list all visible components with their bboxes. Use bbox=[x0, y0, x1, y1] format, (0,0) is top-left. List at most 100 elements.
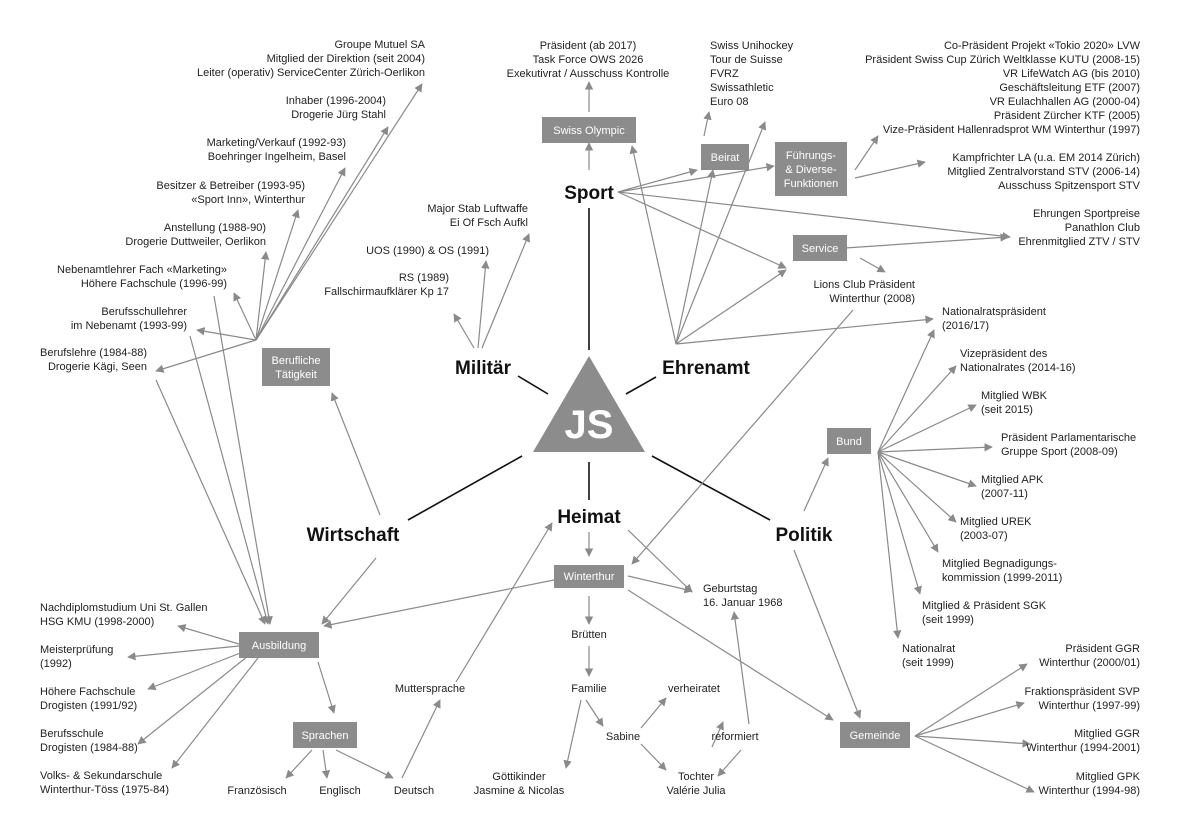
heimat-geburtstag: Geburtstag 16. Januar 1968 bbox=[703, 583, 783, 609]
svg-text:Beirat: Beirat bbox=[711, 152, 740, 164]
svg-text:Co-Präsident Projekt «Tokio 20: Co-Präsident Projekt «Tokio 2020» LVW bbox=[944, 40, 1141, 52]
heimat-reformiert: reformiert bbox=[711, 731, 758, 743]
svg-text:(seit 1999): (seit 1999) bbox=[922, 614, 974, 626]
heimat-goettikinder: Göttikinder Jasmine & Nicolas bbox=[474, 771, 565, 797]
svg-text:Panathlon Club: Panathlon Club bbox=[1065, 222, 1140, 234]
svg-text:Nationalrates (2014-16): Nationalrates (2014-16) bbox=[960, 362, 1076, 374]
heimat-verheiratet: verheiratet bbox=[668, 683, 720, 695]
job-anstellung: Anstellung (1988-90) Drogerie Duttweiler… bbox=[125, 222, 266, 248]
svg-text:Groupe Mutuel SA: Groupe Mutuel SA bbox=[335, 39, 426, 51]
svg-text:Jasmine & Nicolas: Jasmine & Nicolas bbox=[474, 785, 565, 797]
ehrungen-list: Ehrungen Sportpreise Panathlon Club Ehre… bbox=[1018, 208, 1140, 248]
svg-text:Mitglied UREK: Mitglied UREK bbox=[960, 516, 1032, 528]
gem-ggr-mitglied: Mitglied GGR Winterthur (1994-2001) bbox=[1026, 728, 1140, 754]
svg-text:Funktionen: Funktionen bbox=[784, 178, 838, 190]
job-inhaber: Inhaber (1996-2004) Drogerie Jürg Stahl bbox=[286, 95, 386, 121]
svg-text:Mitglied der Direktion (seit 2: Mitglied der Direktion (seit 2004) bbox=[267, 53, 425, 65]
svg-text:Besitzer & Betreiber (1993-95): Besitzer & Betreiber (1993-95) bbox=[156, 180, 305, 192]
box-sprachen: Sprachen bbox=[293, 722, 357, 748]
beirat-list: Swiss Unihockey Tour de Suisse FVRZ Swis… bbox=[710, 40, 794, 108]
svg-text:Drogisten (1991/92): Drogisten (1991/92) bbox=[40, 700, 137, 712]
svg-text:Ei Of Fsch Aufkl: Ei Of Fsch Aufkl bbox=[450, 217, 528, 229]
job-berufslehre: Berufslehre (1984-88) Drogerie Kägi, See… bbox=[40, 347, 147, 373]
svg-text:kommission (1999-2011): kommission (1999-2011) bbox=[942, 572, 1062, 584]
svg-text:Fraktionspräsident SVP: Fraktionspräsident SVP bbox=[1024, 686, 1140, 698]
edu-volks: Volks- & Sekundarschule Winterthur-Töss … bbox=[40, 770, 169, 796]
svg-text:Winterthur-Töss (1975-84): Winterthur-Töss (1975-84) bbox=[40, 784, 169, 796]
svg-text:Anstellung (1988-90): Anstellung (1988-90) bbox=[164, 222, 266, 234]
arrows bbox=[127, 81, 1035, 793]
svg-text:Gemeinde: Gemeinde bbox=[850, 730, 901, 742]
svg-text:Mitglied APK: Mitglied APK bbox=[981, 474, 1044, 486]
lang-englisch: Englisch bbox=[319, 785, 361, 797]
svg-text:Ehrenmitglied ZTV / STV: Ehrenmitglied ZTV / STV bbox=[1018, 236, 1140, 248]
edu-nachdiplom: Nachdiplomstudium Uni St. Gallen HSG KMU… bbox=[40, 602, 208, 628]
svg-text:Winterthur (2008): Winterthur (2008) bbox=[829, 293, 915, 305]
pol-wbk: Mitglied WBK (seit 2015) bbox=[981, 390, 1048, 416]
svg-text:Inhaber (1996-2004): Inhaber (1996-2004) bbox=[286, 95, 386, 107]
heimat-familie: Familie bbox=[571, 683, 606, 695]
svg-text:Präsident (ab 2017): Präsident (ab 2017) bbox=[540, 40, 637, 52]
hub-connectors bbox=[407, 208, 771, 521]
hub-sport: Sport bbox=[564, 183, 614, 204]
svg-text:Ausbildung: Ausbildung bbox=[252, 640, 306, 652]
svg-text:Tätigkeit: Tätigkeit bbox=[275, 369, 317, 381]
svg-text:VR LifeWatch AG (bis 2010): VR LifeWatch AG (bis 2010) bbox=[1003, 68, 1140, 80]
svg-text:Meisterprüfung: Meisterprüfung bbox=[40, 644, 113, 656]
center-initials: JS bbox=[565, 403, 614, 447]
box-bund: Bund bbox=[827, 428, 871, 454]
pol-urek: Mitglied UREK (2003-07) bbox=[960, 516, 1032, 542]
job-berufsschullehrer: Berufsschullehrer im Nebenamt (1993-99) bbox=[71, 306, 188, 332]
svg-text:Vizepräsident des: Vizepräsident des bbox=[960, 348, 1048, 360]
svg-text:Präsident Parlamentarische: Präsident Parlamentarische bbox=[1001, 432, 1136, 444]
job-groupe-mutuel: Groupe Mutuel SA Mitglied der Direktion … bbox=[197, 39, 426, 79]
svg-text:Winterthur (1994-98): Winterthur (1994-98) bbox=[1039, 785, 1141, 797]
svg-text:Göttikinder: Göttikinder bbox=[492, 771, 546, 783]
svg-text:Geburtstag: Geburtstag bbox=[703, 583, 757, 595]
svg-text:Ausschuss Spitzensport STV: Ausschuss Spitzensport STV bbox=[998, 180, 1141, 192]
svg-text:Service: Service bbox=[802, 243, 839, 255]
svg-text:Winterthur: Winterthur bbox=[564, 571, 615, 583]
pol-apk: Mitglied APK (2007-11) bbox=[981, 474, 1044, 500]
box-ausbildung: Ausbildung bbox=[239, 632, 319, 658]
svg-text:Fallschirmaufklärer Kp 17: Fallschirmaufklärer Kp 17 bbox=[324, 286, 449, 298]
lang-franzoesisch: Französisch bbox=[227, 785, 286, 797]
svg-text:Ehrungen Sportpreise: Ehrungen Sportpreise bbox=[1033, 208, 1140, 220]
edu-meister: Meisterprüfung (1992) bbox=[40, 644, 113, 670]
svg-text:Lions Club Präsident: Lions Club Präsident bbox=[813, 279, 915, 291]
box-berufliche-taetigkeit: Berufliche Tätigkeit bbox=[262, 348, 330, 386]
olympic-roles: Präsident (ab 2017) Task Force OWS 2026 … bbox=[507, 40, 670, 80]
job-nebenamtlehrer: Nebenamtlehrer Fach «Marketing» Höhere F… bbox=[57, 264, 227, 290]
pol-nationalrat: Nationalrat (seit 1999) bbox=[902, 643, 955, 669]
heimat-sabine: Sabine bbox=[606, 731, 640, 743]
svg-text:Swiss Olympic: Swiss Olympic bbox=[553, 125, 625, 137]
fuehrung-list-a: Co-Präsident Projekt «Tokio 2020» LVW Pr… bbox=[865, 40, 1141, 136]
edu-berufsschule: Berufsschule Drogisten (1984-88) bbox=[40, 728, 138, 754]
svg-text:FVRZ: FVRZ bbox=[710, 68, 739, 80]
svg-text:Mitglied Begnadigungs-: Mitglied Begnadigungs- bbox=[942, 558, 1057, 570]
svg-text:Mitglied & Präsident SGK: Mitglied & Präsident SGK bbox=[922, 600, 1047, 612]
svg-text:RS (1989): RS (1989) bbox=[399, 272, 449, 284]
box-fuehrung: Führungs- & Diverse- Funktionen bbox=[775, 142, 847, 196]
lions-club: Lions Club Präsident Winterthur (2008) bbox=[813, 279, 915, 305]
hub-wirtschaft: Wirtschaft bbox=[307, 525, 400, 546]
hub-militaer: Militär bbox=[455, 358, 512, 379]
svg-text:Marketing/Verkauf (1992-93): Marketing/Verkauf (1992-93) bbox=[207, 137, 346, 149]
svg-text:Leiter (operativ) ServiceCente: Leiter (operativ) ServiceCenter Zürich-O… bbox=[197, 67, 425, 79]
svg-text:UOS (1990) & OS (1991): UOS (1990) & OS (1991) bbox=[366, 245, 489, 257]
svg-text:Task Force OWS 2026: Task Force OWS 2026 bbox=[533, 54, 644, 66]
svg-text:Boehringer Ingelheim, Basel: Boehringer Ingelheim, Basel bbox=[208, 151, 346, 163]
hub-heimat: Heimat bbox=[557, 507, 621, 528]
svg-text:Major Stab Luftwaffe: Major Stab Luftwaffe bbox=[427, 203, 528, 215]
svg-text:Berufsschullehrer: Berufsschullehrer bbox=[101, 306, 187, 318]
box-gemeinde: Gemeinde bbox=[840, 722, 910, 748]
svg-text:Drogisten (1984-88): Drogisten (1984-88) bbox=[40, 742, 138, 754]
svg-text:Nachdiplomstudium Uni St. Gall: Nachdiplomstudium Uni St. Gallen bbox=[40, 602, 208, 614]
svg-text:Mitglied GGR: Mitglied GGR bbox=[1074, 728, 1140, 740]
svg-text:(seit 2015): (seit 2015) bbox=[981, 404, 1033, 416]
center-triangle: JS bbox=[533, 356, 645, 452]
pol-begnadigung: Mitglied Begnadigungs- kommission (1999-… bbox=[942, 558, 1062, 584]
svg-text:Winterthur (1994-2001): Winterthur (1994-2001) bbox=[1026, 742, 1140, 754]
svg-text:Berufsschule: Berufsschule bbox=[40, 728, 104, 740]
